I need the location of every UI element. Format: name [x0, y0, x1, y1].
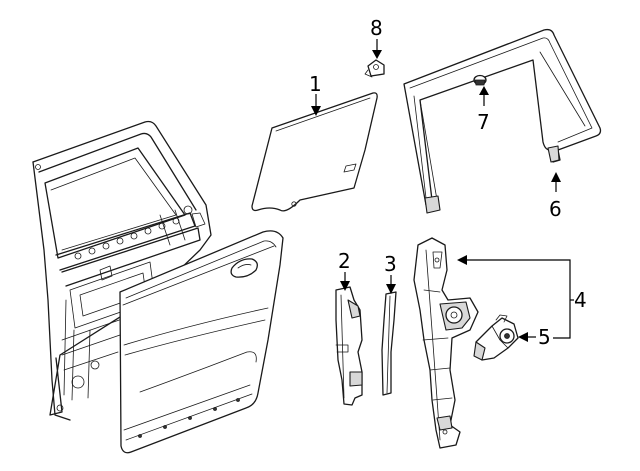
- window-glass: [251, 92, 378, 212]
- window-regulator: [413, 237, 479, 449]
- front-guide-channel: [335, 286, 363, 406]
- channel-clip: [473, 74, 487, 86]
- callout-1: 1: [309, 72, 322, 96]
- leader-lines: [311, 39, 574, 342]
- glass-bracket-clip: [364, 59, 385, 78]
- callout-2: 2: [338, 249, 351, 273]
- regulator-motor: [473, 314, 519, 361]
- callout-3: 3: [384, 252, 397, 276]
- callout-5: 5: [538, 325, 551, 349]
- rear-guide-strip: [381, 291, 397, 396]
- callout-labels: 1 2 3 4 5 6 7 8: [309, 16, 587, 349]
- callout-8: 8: [370, 16, 383, 40]
- callout-4: 4: [574, 288, 587, 312]
- run-channel-frame: [403, 28, 602, 214]
- callout-7: 7: [477, 110, 490, 134]
- callout-6: 6: [549, 197, 562, 221]
- door-shell-outer-panel: [119, 230, 284, 454]
